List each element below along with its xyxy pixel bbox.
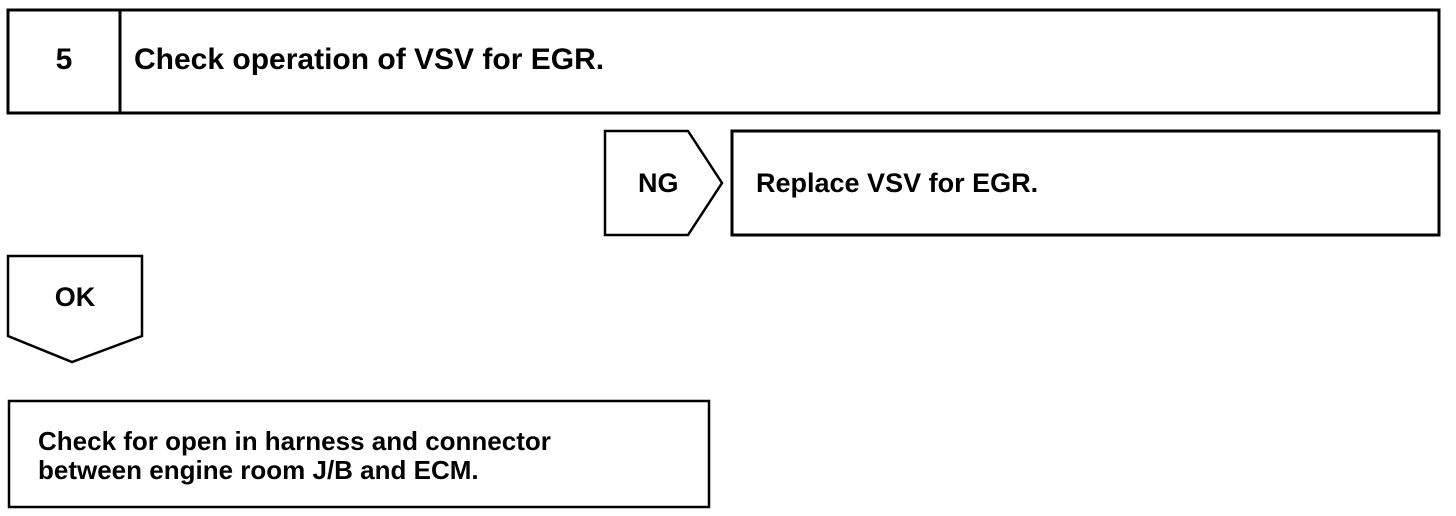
step-header-box xyxy=(6,8,1441,115)
next-step-line-2: between engine room J/B and ECM. xyxy=(38,455,479,485)
ok-arrow-shape xyxy=(6,254,144,364)
next-step-box xyxy=(7,399,711,509)
step-title: Check operation of VSV for EGR. xyxy=(134,43,605,76)
next-step-line-1: Check for open in harness and connector xyxy=(38,426,551,456)
ng-action-text: Replace VSV for EGR. xyxy=(756,168,1039,198)
ok-label: OK xyxy=(54,282,96,312)
next-step-text: Check for open in harness and connector … xyxy=(38,427,698,485)
ng-action-box xyxy=(730,129,1441,237)
step-number: 5 xyxy=(55,43,73,76)
ng-label: NG xyxy=(638,168,679,198)
ng-arrow-shape xyxy=(603,129,724,237)
